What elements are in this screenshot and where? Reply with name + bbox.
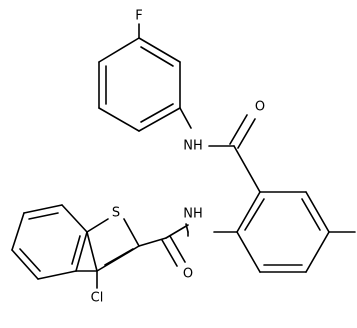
bond [138,107,181,132]
bond [61,204,88,233]
fluorophenyl-ring [98,37,181,132]
double-bond-inner [19,248,41,272]
carbonyl-double-bond [229,114,248,145]
bond [37,270,77,280]
amide-nh-label-top: NH [183,139,203,154]
double-bond-inner [301,198,321,231]
carbonyl-ring-bond [138,237,167,247]
carbonyl-double-bond [161,239,178,267]
bond [98,107,140,132]
amide-nh-label-bottom: NH [183,207,203,222]
aryl-n-bond [179,107,192,129]
thiophene-ring [86,218,140,272]
double-bond-inner [28,212,59,220]
double-bond-inner [104,248,134,266]
bond [98,37,140,63]
central-benzene-ring [236,191,330,273]
carbonyl-oxygen-label-bottom: O [183,267,193,282]
fused-benzene-ring [11,204,88,280]
carbonyl-oxygen-label-top: O [255,100,265,115]
carbonyl-double-bond [169,235,186,263]
double-bond-inner [140,103,174,123]
bond [11,249,39,280]
bond [138,37,181,63]
bond [23,204,63,214]
fluorine-label: F [135,9,142,24]
bond [305,231,330,273]
double-bond-inner [140,46,174,67]
double-bond-inner [71,235,81,265]
double-bond-inner [244,198,265,231]
bond [305,191,330,233]
bond [86,231,98,272]
bond [236,191,261,233]
sulfur-label: S [112,206,120,221]
bond [86,218,109,233]
bond [11,212,25,251]
carbonyl-ring-bond [233,145,261,193]
chlorine-label: Cl [91,291,104,306]
bond [75,231,88,272]
bond [236,231,261,273]
carbonyl-double-bond [237,118,256,149]
bond [123,218,140,247]
